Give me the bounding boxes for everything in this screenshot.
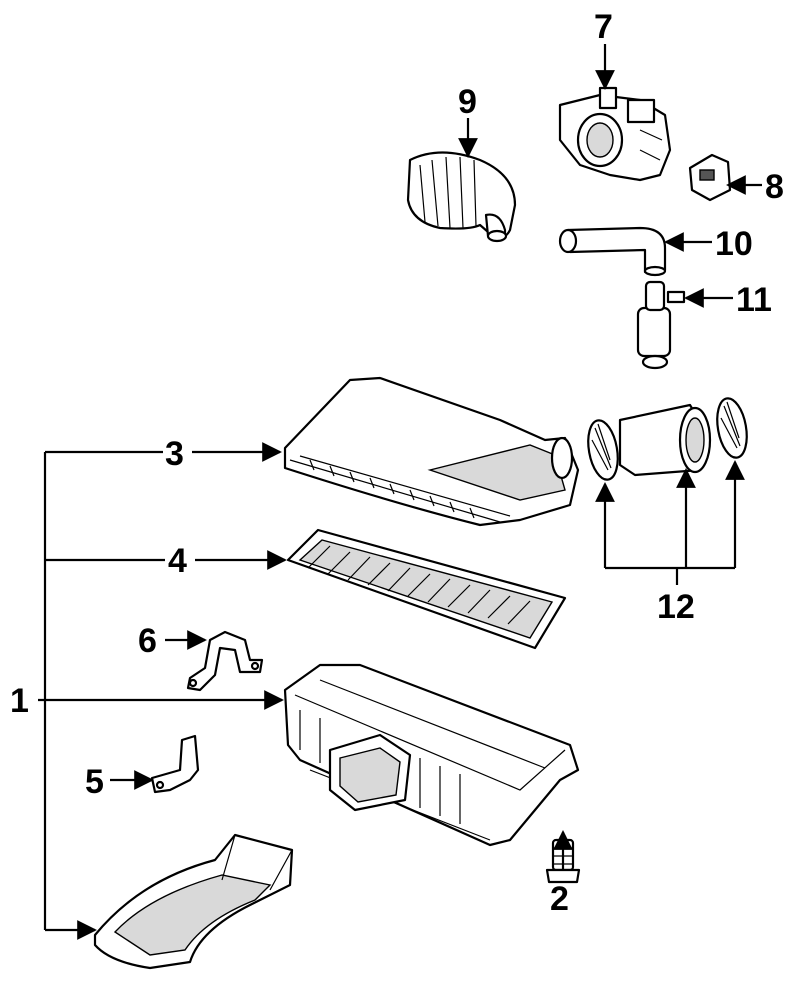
part-5-clip [150, 734, 200, 794]
part-4-air-filter [286, 528, 567, 650]
callout-12: 12 [657, 588, 695, 626]
part-3-air-cleaner-cover [283, 376, 580, 527]
callout-5: 5 [85, 763, 104, 801]
callout-9: 9 [458, 83, 477, 121]
part-11-valve [636, 280, 686, 370]
callout-3: 3 [165, 435, 184, 473]
callout-numbers: 1 2 3 4 5 6 7 8 9 10 11 12 [10, 8, 784, 918]
callout-1: 1 [10, 682, 29, 720]
callout-10: 10 [715, 225, 753, 263]
part-1-outlet-duct [93, 833, 294, 970]
part-1-air-cleaner-housing [283, 663, 580, 847]
callout-6: 6 [138, 622, 157, 660]
callout-4: 4 [168, 542, 187, 580]
part-10-vent-hose [558, 226, 667, 277]
callout-11: 11 [736, 281, 772, 319]
callout-8: 8 [765, 168, 784, 206]
part-8-sensor [688, 153, 732, 202]
part-12-maf-assembly [587, 397, 748, 481]
callout-7: 7 [594, 8, 613, 46]
callout-2: 2 [550, 880, 569, 918]
part-7-throttle-body [558, 86, 672, 182]
part-9-intake-hose [406, 151, 517, 243]
leader-lines [38, 44, 762, 940]
part-6-bracket [186, 630, 264, 692]
